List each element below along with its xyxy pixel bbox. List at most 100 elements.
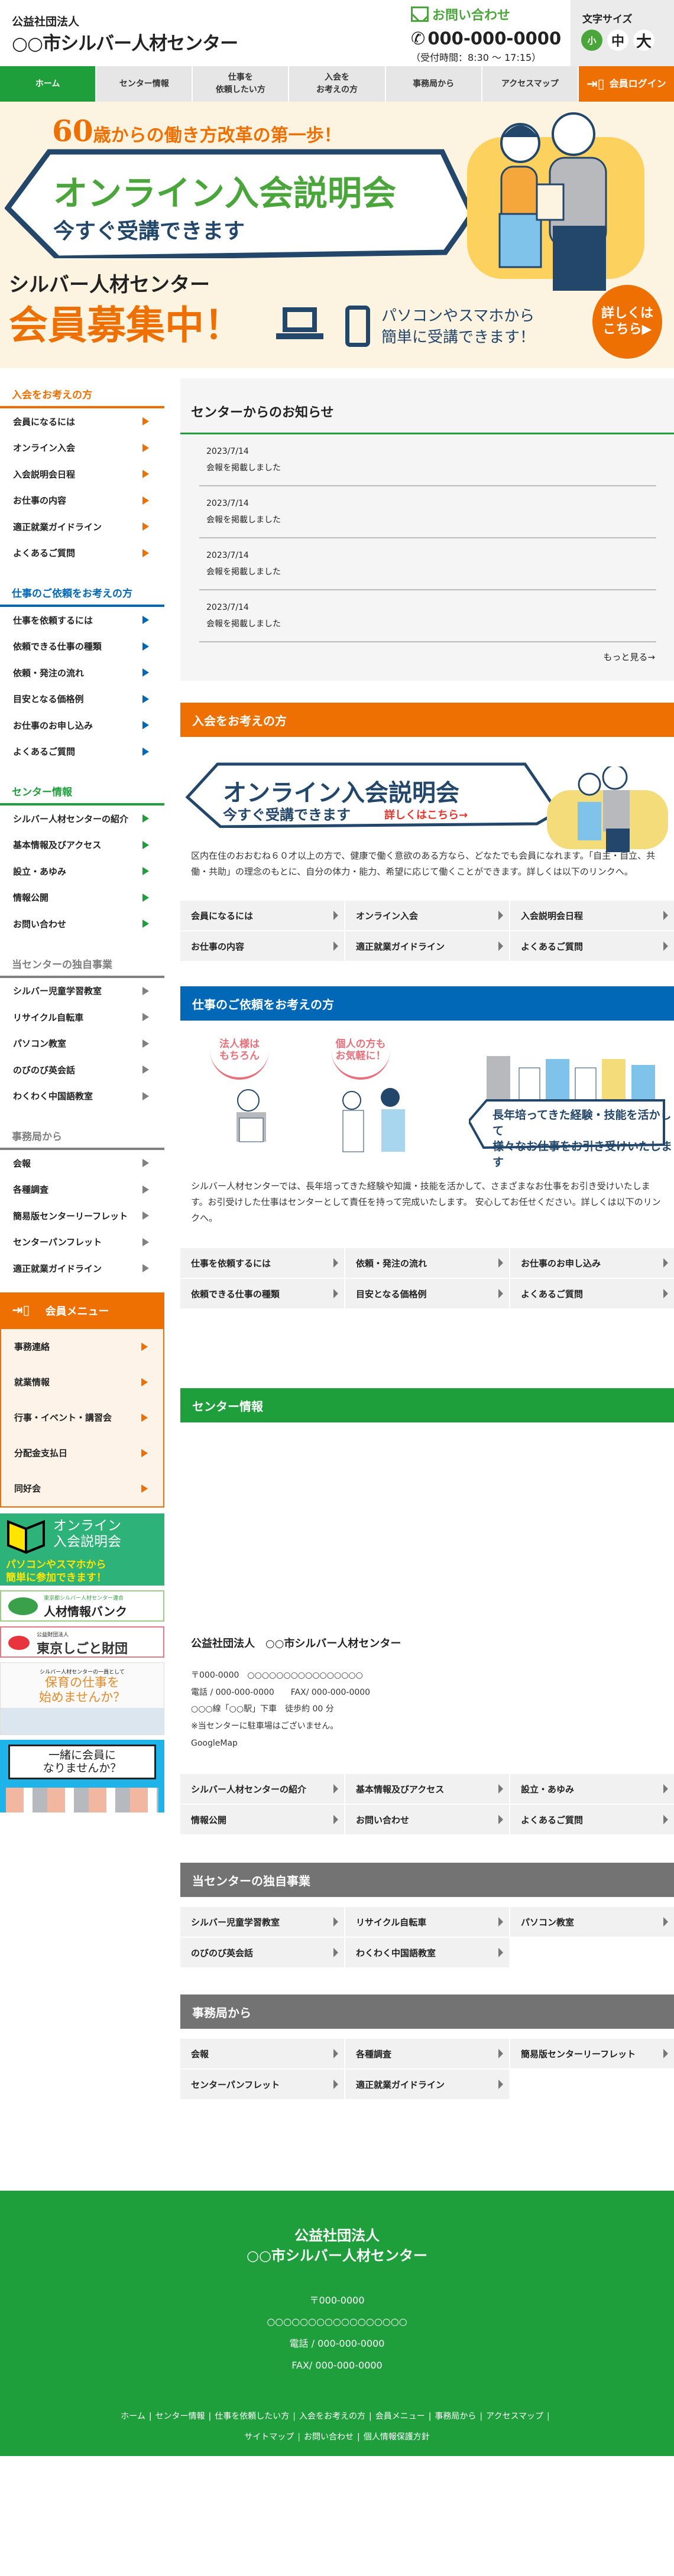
grid-link[interactable]: お仕事のお申し込み bbox=[510, 1248, 674, 1278]
sidebar-link[interactable]: わくわく中国語教室 bbox=[0, 1083, 164, 1110]
banner-tokyo-shigoto[interactable]: 公益財団法人 東京しごと財団 bbox=[0, 1626, 164, 1658]
sidebar-link[interactable]: 同好会 bbox=[1, 1471, 163, 1506]
sidebar-link[interactable]: のびのび英会話 bbox=[0, 1057, 164, 1083]
grid-link[interactable]: 設立・あゆみ bbox=[510, 1774, 674, 1804]
banner-join-together[interactable]: 一緒に会員に なりませんか？ bbox=[0, 1739, 164, 1812]
sidebar-link[interactable]: 入会説明会日程 bbox=[0, 461, 164, 488]
contact-link[interactable]: お問い合わせ bbox=[411, 5, 561, 24]
grid-link[interactable]: お問い合わせ bbox=[345, 1805, 509, 1835]
grid-link[interactable]: センターパンフレット bbox=[180, 2070, 344, 2100]
sidebar-link[interactable]: オンライン入会 bbox=[0, 435, 164, 462]
sidebar-link[interactable]: よくあるご質問 bbox=[0, 540, 164, 567]
grid-link[interactable]: パソコン教室 bbox=[510, 1907, 674, 1937]
sidebar-link[interactable]: 目安となる価格例 bbox=[0, 686, 164, 713]
banner-jinzai-bank[interactable]: 東京都シルバー人材センター連合 人材情報バンク bbox=[0, 1590, 164, 1622]
member-login-button[interactable]: ⇥▯会員ログイン bbox=[578, 66, 674, 102]
sidebar-link[interactable]: 依頼できる仕事の種類 bbox=[0, 634, 164, 660]
sidebar-link[interactable]: 適正就業ガイドライン bbox=[0, 514, 164, 540]
grid-link[interactable]: 仕事を依頼するには bbox=[180, 1248, 344, 1278]
grid-link[interactable]: 会員になるには bbox=[180, 901, 344, 930]
sidebar-link[interactable]: 基本情報及びアクセス bbox=[0, 832, 164, 859]
font-size-large-button[interactable]: 大 bbox=[633, 30, 654, 51]
sidebar-link[interactable]: シルバー児童学習教室 bbox=[0, 978, 164, 1005]
hero-details-button[interactable]: 詳しくは こちら▶ bbox=[592, 285, 662, 359]
footer-link[interactable]: 仕事を依頼したい方 bbox=[215, 2411, 290, 2421]
hero-banner[interactable]: 60歳からの働き方改革の第一歩！ オンライン入会説明会 今すぐ受講できます シル… bbox=[0, 102, 674, 368]
sidebar-link[interactable]: よくあるご質問 bbox=[0, 739, 164, 765]
news-text: 会報を掲載しました bbox=[206, 515, 281, 525]
grid-link[interactable]: 入会説明会日程 bbox=[510, 901, 674, 930]
footer-link[interactable]: 事務局から bbox=[435, 2411, 477, 2421]
sidebar-link[interactable]: パソコン教室 bbox=[0, 1031, 164, 1057]
site-footer: 公益社団法人 ○○市シルバー人材センター 〒000-0000 ○○○○○○○○○… bbox=[0, 2191, 674, 2457]
grid-link[interactable]: 依頼・発注の流れ bbox=[345, 1248, 509, 1278]
news-more-link[interactable]: もっと見る→ bbox=[603, 652, 655, 662]
footer-link[interactable]: お問い合わせ bbox=[304, 2432, 354, 2442]
sidebar-link[interactable]: 会報 bbox=[0, 1150, 164, 1177]
nav-access-map[interactable]: アクセスマップ bbox=[482, 66, 579, 102]
grid-link[interactable]: シルバー児童学習教室 bbox=[180, 1907, 344, 1937]
grid-link[interactable]: よくあるご質問 bbox=[510, 1279, 674, 1308]
nav-join[interactable]: 入会を お考えの方 bbox=[289, 66, 386, 102]
sidebar-link[interactable]: 適正就業ガイドライン bbox=[0, 1255, 164, 1282]
footer-link[interactable]: アクセスマップ bbox=[486, 2411, 544, 2421]
sidebar-link[interactable]: お仕事の内容 bbox=[0, 488, 164, 514]
sidebar-link[interactable]: シルバー人材センターの紹介 bbox=[0, 805, 164, 832]
sidebar-link[interactable]: お仕事のお申し込み bbox=[0, 712, 164, 739]
nav-request-work[interactable]: 仕事を 依頼したい方 bbox=[193, 66, 290, 102]
sidebar-link[interactable]: リサイクル自転車 bbox=[0, 1004, 164, 1031]
sidebar-link[interactable]: 分配金支払日 bbox=[1, 1435, 163, 1471]
sidebar-link[interactable]: 就業情報 bbox=[1, 1365, 163, 1400]
grid-link[interactable]: シルバー人材センターの紹介 bbox=[180, 1774, 344, 1804]
nav-center-info[interactable]: センター情報 bbox=[96, 66, 193, 102]
sidebar-link[interactable]: 簡易版センターリーフレット bbox=[0, 1203, 164, 1229]
grid-link[interactable]: 適正就業ガイドライン bbox=[345, 2070, 509, 2100]
grid-link[interactable]: 適正就業ガイドライン bbox=[345, 931, 509, 961]
footer-link[interactable]: サイトマップ bbox=[244, 2432, 294, 2442]
grid-link[interactable]: よくあるご質問 bbox=[510, 931, 674, 961]
sidebar-link[interactable]: お問い合わせ bbox=[0, 911, 164, 937]
font-size-medium-button[interactable]: 中 bbox=[607, 30, 628, 51]
grid-link[interactable]: お仕事の内容 bbox=[180, 931, 344, 961]
banner-online-briefing[interactable]: オンライン 入会説明会 パソコンやスマホから 簡単に参加できます！ bbox=[0, 1513, 164, 1586]
online-briefing-banner[interactable]: オンライン入会説明会 今すぐ受講できます 詳しくはこちら→ bbox=[180, 737, 674, 852]
grid-link[interactable]: よくあるご質問 bbox=[510, 1805, 674, 1835]
footer-link[interactable]: センター情報 bbox=[155, 2411, 205, 2421]
google-map-link[interactable]: GoogleMap bbox=[191, 1738, 238, 1748]
grid-link[interactable]: 会報 bbox=[180, 2039, 344, 2069]
grid-link[interactable]: リサイクル自転車 bbox=[345, 1907, 509, 1937]
grid-link[interactable]: 基本情報及びアクセス bbox=[345, 1774, 509, 1804]
triangle-right-icon bbox=[142, 867, 149, 876]
grid-link[interactable]: オンライン入会 bbox=[345, 901, 509, 930]
grid-link[interactable]: 情報公開 bbox=[180, 1805, 344, 1835]
sidebar-link[interactable]: 情報公開 bbox=[0, 885, 164, 911]
sidebar-link[interactable]: センターパンフレット bbox=[0, 1229, 164, 1256]
sidebar-link[interactable]: 各種調査 bbox=[0, 1177, 164, 1203]
site-logo[interactable]: ○○市シルバー人材センター bbox=[12, 33, 238, 54]
sidebar-link[interactable]: 設立・あゆみ bbox=[0, 858, 164, 885]
grid-link[interactable]: 簡易版センターリーフレット bbox=[510, 2039, 674, 2069]
sidebar-link[interactable]: 行事・イベント・講習会 bbox=[1, 1400, 163, 1435]
grid-link[interactable]: わくわく中国語教室 bbox=[345, 1938, 509, 1968]
grid-link[interactable]: のびのび英会話 bbox=[180, 1938, 344, 1968]
footer-link[interactable]: 会員メニュー bbox=[375, 2411, 425, 2421]
font-size-small-button[interactable]: 小 bbox=[581, 30, 602, 51]
footer-link[interactable]: 入会をお考えの方 bbox=[299, 2411, 365, 2421]
sidebar-link[interactable]: 依頼・発注の流れ bbox=[0, 660, 164, 686]
briefing-details-link[interactable]: 詳しくはこちら→ bbox=[384, 809, 468, 821]
sidebar-link[interactable]: 事務連絡 bbox=[1, 1329, 163, 1365]
banner-childcare[interactable]: シルバー人材センターの一員として 保育の仕事を 始めませんか？ bbox=[0, 1662, 164, 1735]
footer-link[interactable]: 個人情報保護方針 bbox=[363, 2432, 430, 2442]
nav-home[interactable]: ホーム bbox=[0, 66, 97, 102]
grid-link[interactable]: 依頼できる仕事の種類 bbox=[180, 1279, 344, 1308]
grid-link[interactable]: 目安となる価格例 bbox=[345, 1279, 509, 1308]
footer-link[interactable]: ホーム bbox=[121, 2411, 145, 2421]
sidebar-link[interactable]: 仕事を依頼するには bbox=[0, 607, 164, 634]
nav-office[interactable]: 事務局から bbox=[385, 66, 482, 102]
sidebar-link[interactable]: 会員になるには bbox=[0, 408, 164, 435]
grid-link[interactable]: 各種調査 bbox=[345, 2039, 509, 2069]
